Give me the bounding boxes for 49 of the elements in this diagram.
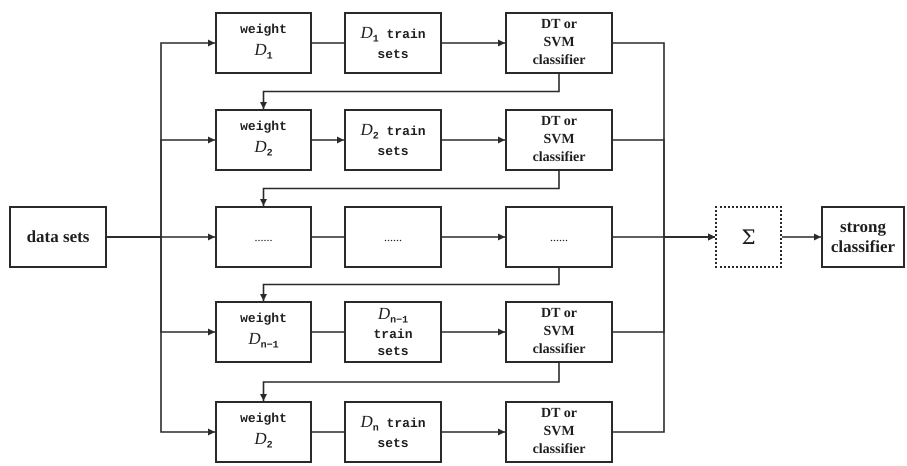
box-label: weight D$_{n−1}$ [239, 311, 288, 353]
process-box [505, 109, 613, 171]
box-label: data sets [26, 226, 90, 248]
arrow [260, 171, 560, 206]
process-box [215, 301, 312, 363]
arrow [442, 328, 505, 336]
arrow [260, 74, 560, 109]
box-label: ...... [384, 230, 402, 244]
box-label: DT or SVM classifier [532, 112, 586, 168]
box-label: D$_{n}$ train sets [359, 411, 427, 453]
process-box [505, 12, 613, 74]
process-box [505, 206, 613, 268]
arrow [442, 40, 505, 46]
box-label: DT or SVM classifier [532, 304, 586, 360]
arrow [613, 234, 715, 433]
arrow [782, 234, 821, 240]
arrow [260, 268, 560, 301]
process-box [344, 206, 442, 268]
process-box [215, 109, 312, 171]
box-label: D$_{2}$ train sets [359, 119, 427, 161]
arrow [312, 136, 344, 144]
process-box [505, 301, 613, 363]
process-box [344, 12, 442, 74]
process-box [505, 401, 613, 463]
box-label: weight D$_{2}$ [239, 411, 288, 453]
box-label: D$_{1}$ train sets [359, 22, 427, 64]
box-label: ...... [550, 230, 568, 244]
box-label: DT or SVM classifier [532, 404, 586, 460]
arrow [107, 236, 215, 436]
summation-box [715, 206, 782, 268]
box-label: weight D$_{1}$ [239, 22, 288, 64]
process-box [9, 206, 107, 268]
box-label: ...... [254, 230, 272, 244]
arrow [442, 136, 505, 144]
box-label: Σ [741, 225, 756, 249]
arrow [442, 428, 505, 436]
arrow [442, 234, 505, 240]
box-label: strong classifier [830, 216, 896, 258]
process-box [215, 401, 312, 463]
process-box [821, 206, 905, 268]
arrow [260, 363, 560, 401]
box-label: D$_{n−1}$ train sets [372, 302, 414, 362]
process-box [344, 301, 442, 363]
box-label: weight D$_{2}$ [239, 119, 288, 161]
process-box [344, 109, 442, 171]
box-label: DT or SVM classifier [532, 16, 586, 70]
process-box [215, 206, 312, 268]
process-box [215, 12, 312, 74]
process-box [344, 401, 442, 463]
